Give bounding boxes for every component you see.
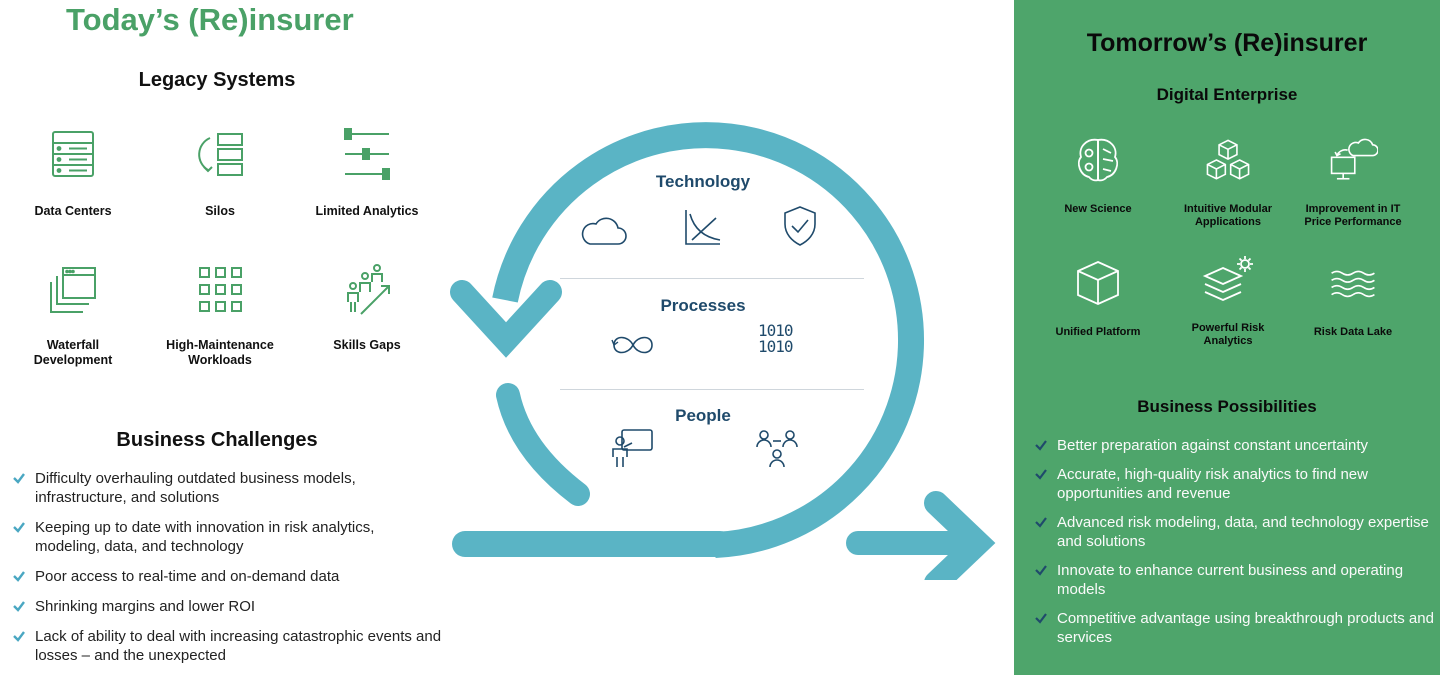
digital-label: Unified Platform: [1055, 326, 1141, 338]
digital-label: Intuitive Modular Applications: [1184, 203, 1272, 228]
cycle-tail: [496, 383, 590, 506]
check-icon: [13, 571, 25, 582]
legacy-item-limited-analytics: Limited Analytics: [292, 126, 442, 219]
infinity-loop-icon: [611, 336, 653, 354]
check-icon: [1035, 517, 1047, 528]
cycle-arrowhead: [450, 280, 562, 358]
legacy-label: Limited Analytics: [315, 204, 419, 218]
possibility-text: Advanced risk modeling, data, and techno…: [1057, 514, 1429, 550]
check-icon: [13, 601, 25, 612]
business-challenges-title: Business Challenges: [116, 429, 318, 451]
list-item: Accurate, high-quality risk analytics to…: [1034, 465, 1434, 503]
legacy-label: Silos: [205, 204, 235, 218]
legacy-item-high-maintenance: High-Maintenance Workloads: [145, 262, 295, 368]
binary-icon: 1010 1010: [758, 323, 798, 355]
brain-icon: [1077, 138, 1119, 182]
possibility-text: Accurate, high-quality risk analytics to…: [1057, 466, 1368, 502]
layers-gear-icon: [1202, 256, 1253, 301]
legacy-item-data-centers: Data Centers: [0, 126, 148, 219]
list-item: Shrinking margins and lower ROI: [12, 597, 442, 616]
challenge-text: Poor access to real-time and on-demand d…: [35, 568, 340, 585]
shield-check-icon: [784, 206, 816, 246]
output-arrowhead: [924, 491, 996, 580]
legacy-item-skills-gaps: Skills Gaps: [292, 262, 442, 353]
section-divider: [560, 389, 864, 390]
list-item: Poor access to real-time and on-demand d…: [12, 567, 442, 586]
challenge-text: Shrinking margins and lower ROI: [35, 598, 256, 615]
possibilities-list: Better preparation against constant unce…: [1034, 436, 1434, 657]
digital-item-unified-platform: Unified Platform: [1033, 258, 1163, 339]
check-icon: [13, 522, 25, 533]
cycle-arc: [492, 122, 924, 558]
digital-enterprise-title: Digital Enterprise: [1156, 85, 1298, 104]
legacy-item-waterfall: Waterfall Development: [0, 262, 148, 368]
binary-line: 1010: [758, 321, 794, 340]
left-main-title: Today’s (Re)insurer: [66, 2, 354, 37]
challenge-text: Lack of ability to deal with increasing …: [35, 628, 442, 664]
chart-axis-icon: [685, 210, 721, 245]
digital-label: Improvement in IT Price Performance: [1304, 203, 1402, 228]
challenge-text: Keeping up to date with innovation in ri…: [35, 519, 375, 555]
list-item: Lack of ability to deal with increasing …: [12, 627, 442, 665]
digital-label: New Science: [1064, 203, 1132, 215]
check-icon: [13, 473, 25, 484]
grid-squares-icon: [199, 267, 242, 312]
section-divider: [560, 278, 864, 279]
digital-item-risk-analytics: Powerful Risk Analytics: [1163, 254, 1293, 348]
stacked-windows-icon: [50, 267, 96, 313]
possibility-text: Better preparation against constant unce…: [1057, 437, 1369, 454]
list-item: Competitive advantage using breakthrough…: [1034, 609, 1434, 647]
right-main-title: Tomorrow’s (Re)insurer: [1086, 29, 1368, 57]
check-icon: [1035, 613, 1047, 624]
monitor-cloud-icon: [1330, 138, 1378, 180]
check-icon: [1035, 440, 1047, 451]
list-item: Difficulty overhauling outdated business…: [12, 469, 442, 507]
list-item: Innovate to enhance current business and…: [1034, 561, 1434, 599]
cube-icon: [1077, 261, 1119, 305]
transformation-cycle-diagram: [450, 122, 996, 580]
silos-icon: [198, 133, 243, 176]
sliders-icon: [344, 128, 390, 180]
processes-label: Processes: [660, 296, 746, 315]
digital-item-new-science: New Science: [1033, 135, 1163, 216]
digital-label: Powerful Risk Analytics: [1191, 322, 1265, 347]
tomorrow-panel: Tomorrow’s (Re)insurer Digital Enterpris…: [1014, 0, 1440, 675]
digital-item-risk-data-lake: Risk Data Lake: [1288, 258, 1418, 339]
digital-item-modular-apps: Intuitive Modular Applications: [1163, 135, 1293, 229]
cloud-icon: [581, 217, 627, 245]
binary-line: 1010: [758, 337, 794, 356]
legacy-systems-title: Legacy Systems: [138, 69, 296, 91]
list-item: Better preparation against constant unce…: [1034, 436, 1434, 455]
technology-label: Technology: [655, 172, 751, 191]
digital-label: Risk Data Lake: [1313, 326, 1393, 338]
cubes-icon: [1206, 139, 1250, 180]
list-item: Advanced risk modeling, data, and techno…: [1034, 513, 1434, 551]
list-item: Keeping up to date with innovation in ri…: [12, 518, 442, 556]
check-icon: [1035, 469, 1047, 480]
server-rack-icon: [52, 131, 94, 177]
presenter-icon: [612, 429, 653, 467]
check-icon: [13, 631, 25, 642]
challenges-list: Difficulty overhauling outdated business…: [12, 469, 442, 675]
legacy-label: Waterfall Development: [33, 338, 113, 367]
check-icon: [1035, 565, 1047, 576]
challenge-text: Difficulty overhauling outdated business…: [35, 470, 356, 506]
possibility-text: Innovate to enhance current business and…: [1057, 562, 1404, 598]
people-growth-icon: [347, 264, 390, 315]
legacy-label: Data Centers: [34, 204, 112, 218]
legacy-label: High-Maintenance Workloads: [166, 338, 274, 367]
waves-icon: [1331, 270, 1375, 298]
team-icon: [756, 430, 798, 468]
legacy-label: Skills Gaps: [333, 338, 401, 352]
legacy-item-silos: Silos: [145, 126, 295, 219]
possibility-text: Competitive advantage using breakthrough…: [1057, 610, 1434, 646]
digital-item-it-price: Improvement in IT Price Performance: [1288, 135, 1418, 229]
people-label: People: [675, 406, 731, 425]
business-possibilities-title: Business Possibilities: [1137, 397, 1317, 416]
